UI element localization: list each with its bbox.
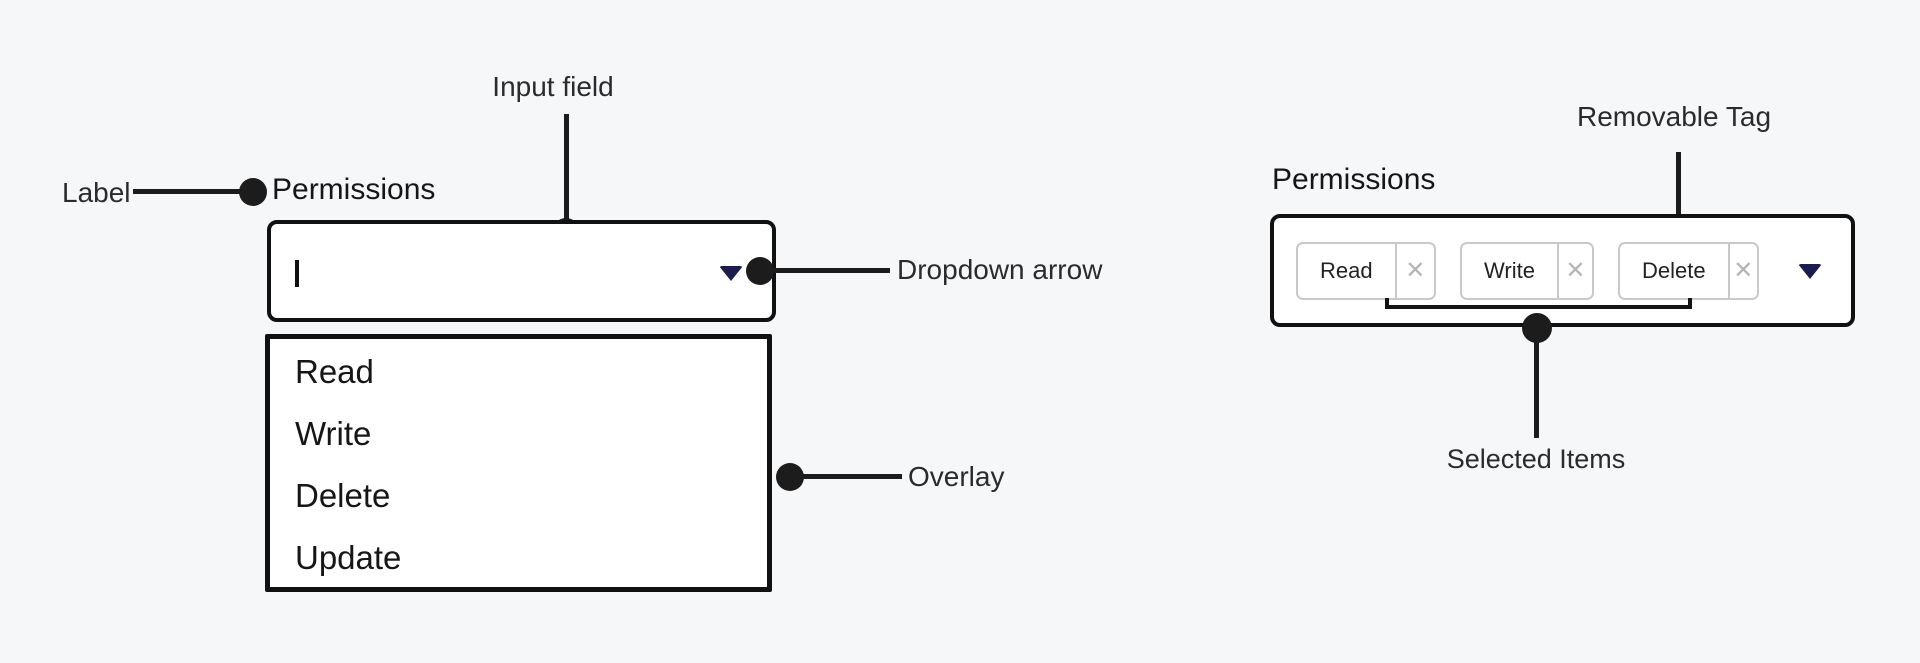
- dropdown-arrow-icon-right[interactable]: [1798, 264, 1822, 279]
- tag-delete: Delete ✕: [1618, 241, 1759, 300]
- callout-line-selected-items: [1534, 340, 1539, 438]
- selected-items-bracket: [1385, 298, 1692, 309]
- annotation-removable-tag: Removable Tag: [1576, 101, 1772, 132]
- left-field-label: Permissions: [272, 173, 436, 206]
- annotation-overlay: Overlay: [908, 461, 1005, 492]
- remove-tag-write-button[interactable]: ✕: [1556, 243, 1592, 298]
- annotation-dropdown-arrow: Dropdown arrow: [897, 254, 1103, 285]
- annotation-label: Label: [62, 177, 131, 208]
- tag-read: Read ✕: [1296, 241, 1436, 300]
- tag-write-label: Write: [1484, 257, 1535, 283]
- remove-tag-delete-button[interactable]: ✕: [1727, 243, 1757, 298]
- right-field-label: Permissions: [1272, 163, 1436, 196]
- callout-dot-selected-items: [1522, 313, 1552, 343]
- callout-line-label: [133, 189, 248, 194]
- dropdown-arrow-icon[interactable]: [719, 266, 743, 281]
- multiselect-input-field[interactable]: [267, 220, 776, 322]
- multiselect-with-tags[interactable]: Read ✕ Write ✕ Delete ✕: [1270, 214, 1855, 327]
- remove-tag-read-button[interactable]: ✕: [1394, 243, 1434, 298]
- option-write[interactable]: Write: [295, 415, 372, 452]
- callout-line-overlay: [798, 474, 902, 479]
- option-update[interactable]: Update: [295, 539, 402, 576]
- options-overlay: Read Write Delete Update: [265, 334, 772, 592]
- callout-line-removable-tag: [1676, 152, 1681, 230]
- callout-dot-label: [239, 178, 267, 206]
- option-delete[interactable]: Delete: [295, 477, 391, 514]
- annotation-input-field: Input field: [492, 71, 614, 102]
- callout-line-dropdown-arrow: [768, 268, 890, 273]
- callout-line-input-field: [564, 114, 569, 226]
- tag-delete-label: Delete: [1642, 257, 1706, 283]
- annotation-selected-items: Selected Items: [1446, 444, 1626, 474]
- tag-write: Write ✕: [1460, 241, 1594, 300]
- option-read[interactable]: Read: [295, 353, 374, 390]
- text-cursor: [295, 260, 299, 287]
- tag-read-label: Read: [1320, 257, 1373, 283]
